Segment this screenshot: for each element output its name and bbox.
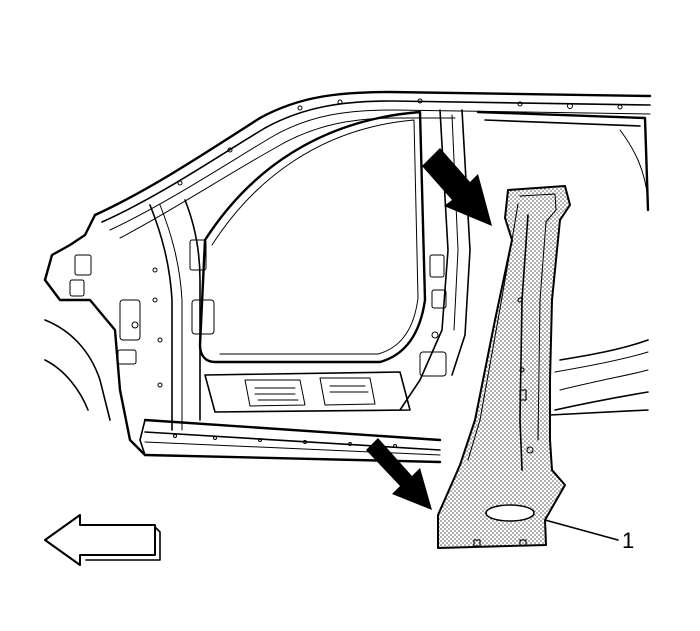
- callout-label-1: 1: [622, 528, 635, 553]
- removal-direction-arrow: [422, 148, 492, 226]
- vehicle-body-side: [43, 90, 652, 464]
- b-pillar-inner-panel: [437, 185, 619, 549]
- front-direction-arrow: [44, 514, 161, 566]
- panel-access-hole: [485, 504, 535, 522]
- removal-direction-arrow: [366, 438, 432, 510]
